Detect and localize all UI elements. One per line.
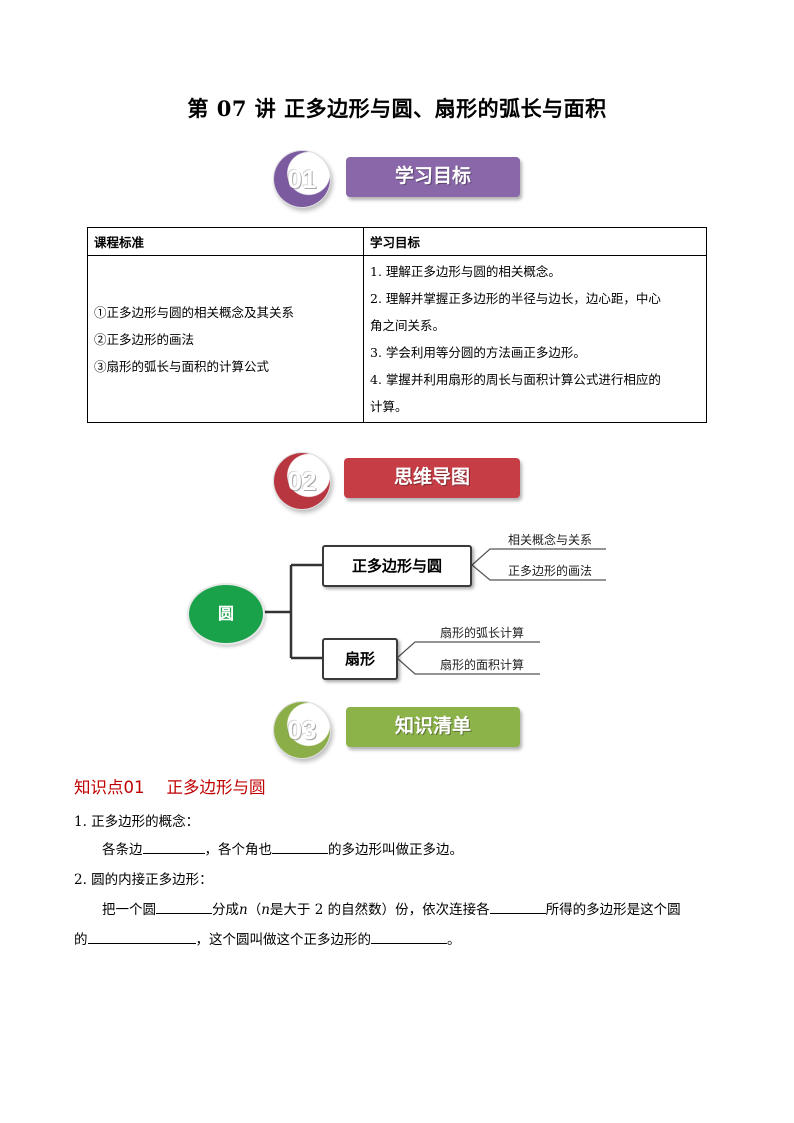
table-header-row: 课程标准 学习目标	[87, 227, 707, 256]
item2-text-a: 把一个圆	[102, 902, 156, 918]
item2-paren: （	[247, 902, 262, 918]
header-standard: 课程标准	[87, 227, 364, 256]
objective-item: 3. 学会利用等分圆的方法画正多边形。	[370, 345, 586, 360]
section-01-label: 学习目标	[346, 157, 520, 197]
objective-item: 2. 理解并掌握正多边形的半径与边长，边心距，中心	[370, 291, 661, 306]
goals-table: 课程标准 学习目标 ①正多边形与圆的相关概念及其关系 ②正多边形的画法 ③扇形的…	[87, 227, 707, 423]
knowledge-point-title: 正多边形与圆	[166, 778, 266, 797]
section-01-circle: 01	[273, 150, 331, 208]
table-row: ①正多边形与圆的相关概念及其关系 ②正多边形的画法 ③扇形的弧长与面积的计算公式…	[87, 255, 707, 423]
standard-item: ②正多边形的画法	[94, 331, 195, 347]
item2-text-f: ，这个圆叫做这个正多边形的	[195, 932, 372, 948]
standard-item: ③扇形的弧长与面积的计算公式	[94, 358, 270, 374]
objective-item: 计算。	[370, 399, 408, 414]
item2-n2: n	[261, 902, 270, 918]
mind-map-branch-polygon: 正多边形与圆	[322, 545, 472, 587]
fill-blank[interactable]	[272, 839, 328, 854]
item2-n: n	[239, 902, 248, 918]
knowledge-point-label: 知识点01	[74, 778, 145, 797]
fill-blank[interactable]	[371, 929, 447, 944]
item2-title: 2. 圆的内接正多边形：	[74, 872, 213, 888]
item1-text-c: 的多边形叫做正多边。	[328, 842, 463, 858]
item2-text-g: 。	[447, 932, 461, 948]
mind-map-leaf: 扇形的弧长计算	[440, 626, 525, 640]
mind-map-branch-sector: 扇形	[322, 638, 398, 680]
item2-sentence-line1: 把一个圆分成n（n是大于 2 的自然数）份，依次连接各所得的多边形是这个圆	[102, 898, 681, 918]
item1-title: 1. 正多边形的概念：	[74, 814, 200, 830]
item2-text-c: 是大于 2 的自然数）份，依次连接各	[269, 902, 490, 918]
item1-sentence: 各条边 ，各个角也 的多边形叫做正多边。	[102, 838, 463, 858]
fill-blank[interactable]	[156, 899, 212, 914]
objective-item: 4. 掌握并利用扇形的周长与面积计算公式进行相应的	[370, 372, 661, 387]
page-title: 第 07 讲 正多边形与圆、扇形的弧长与面积	[187, 96, 607, 121]
item2-text-d: 所得的多边形是这个圆	[545, 902, 681, 918]
fill-blank[interactable]	[87, 929, 196, 944]
standard-item: ①正多边形与圆的相关概念及其关系	[94, 304, 295, 320]
mind-map-leaf: 扇形的面积计算	[440, 658, 525, 672]
mind-map-root: 圆	[187, 583, 265, 645]
section-02-number: 02	[287, 466, 317, 496]
fill-blank[interactable]	[489, 899, 546, 914]
section-02-circle: 02	[273, 452, 331, 510]
item2-sentence-line2: 的 ，这个圆叫做这个正多边形的 。	[74, 928, 461, 948]
knowledge-point-heading: 知识点01 正多边形与圆	[74, 774, 266, 798]
item1-text-a: 各条边	[102, 842, 143, 858]
mind-map-leaf: 正多边形的画法	[508, 564, 593, 578]
objective-item: 1. 理解正多边形与圆的相关概念。	[370, 264, 561, 279]
section-03-number: 03	[287, 715, 317, 745]
item2-text-e: 的	[74, 932, 88, 948]
objective-item: 角之间关系。	[370, 318, 446, 333]
item2-text-b: 分成	[212, 902, 239, 918]
section-03-circle: 03	[273, 701, 331, 759]
section-01-number: 01	[287, 164, 317, 194]
mind-map-leaf: 相关概念与关系	[508, 533, 593, 547]
item1-text-b: ，各个角也	[204, 842, 273, 858]
section-02-label: 思维导图	[344, 458, 520, 498]
standards-cell: ①正多边形与圆的相关概念及其关系 ②正多边形的画法 ③扇形的弧长与面积的计算公式	[87, 255, 364, 423]
section-03-label: 知识清单	[346, 707, 520, 747]
objectives-cell: 1. 理解正多边形与圆的相关概念。 2. 理解并掌握正多边形的半径与边长，边心距…	[363, 255, 707, 423]
fill-blank[interactable]	[142, 839, 205, 854]
